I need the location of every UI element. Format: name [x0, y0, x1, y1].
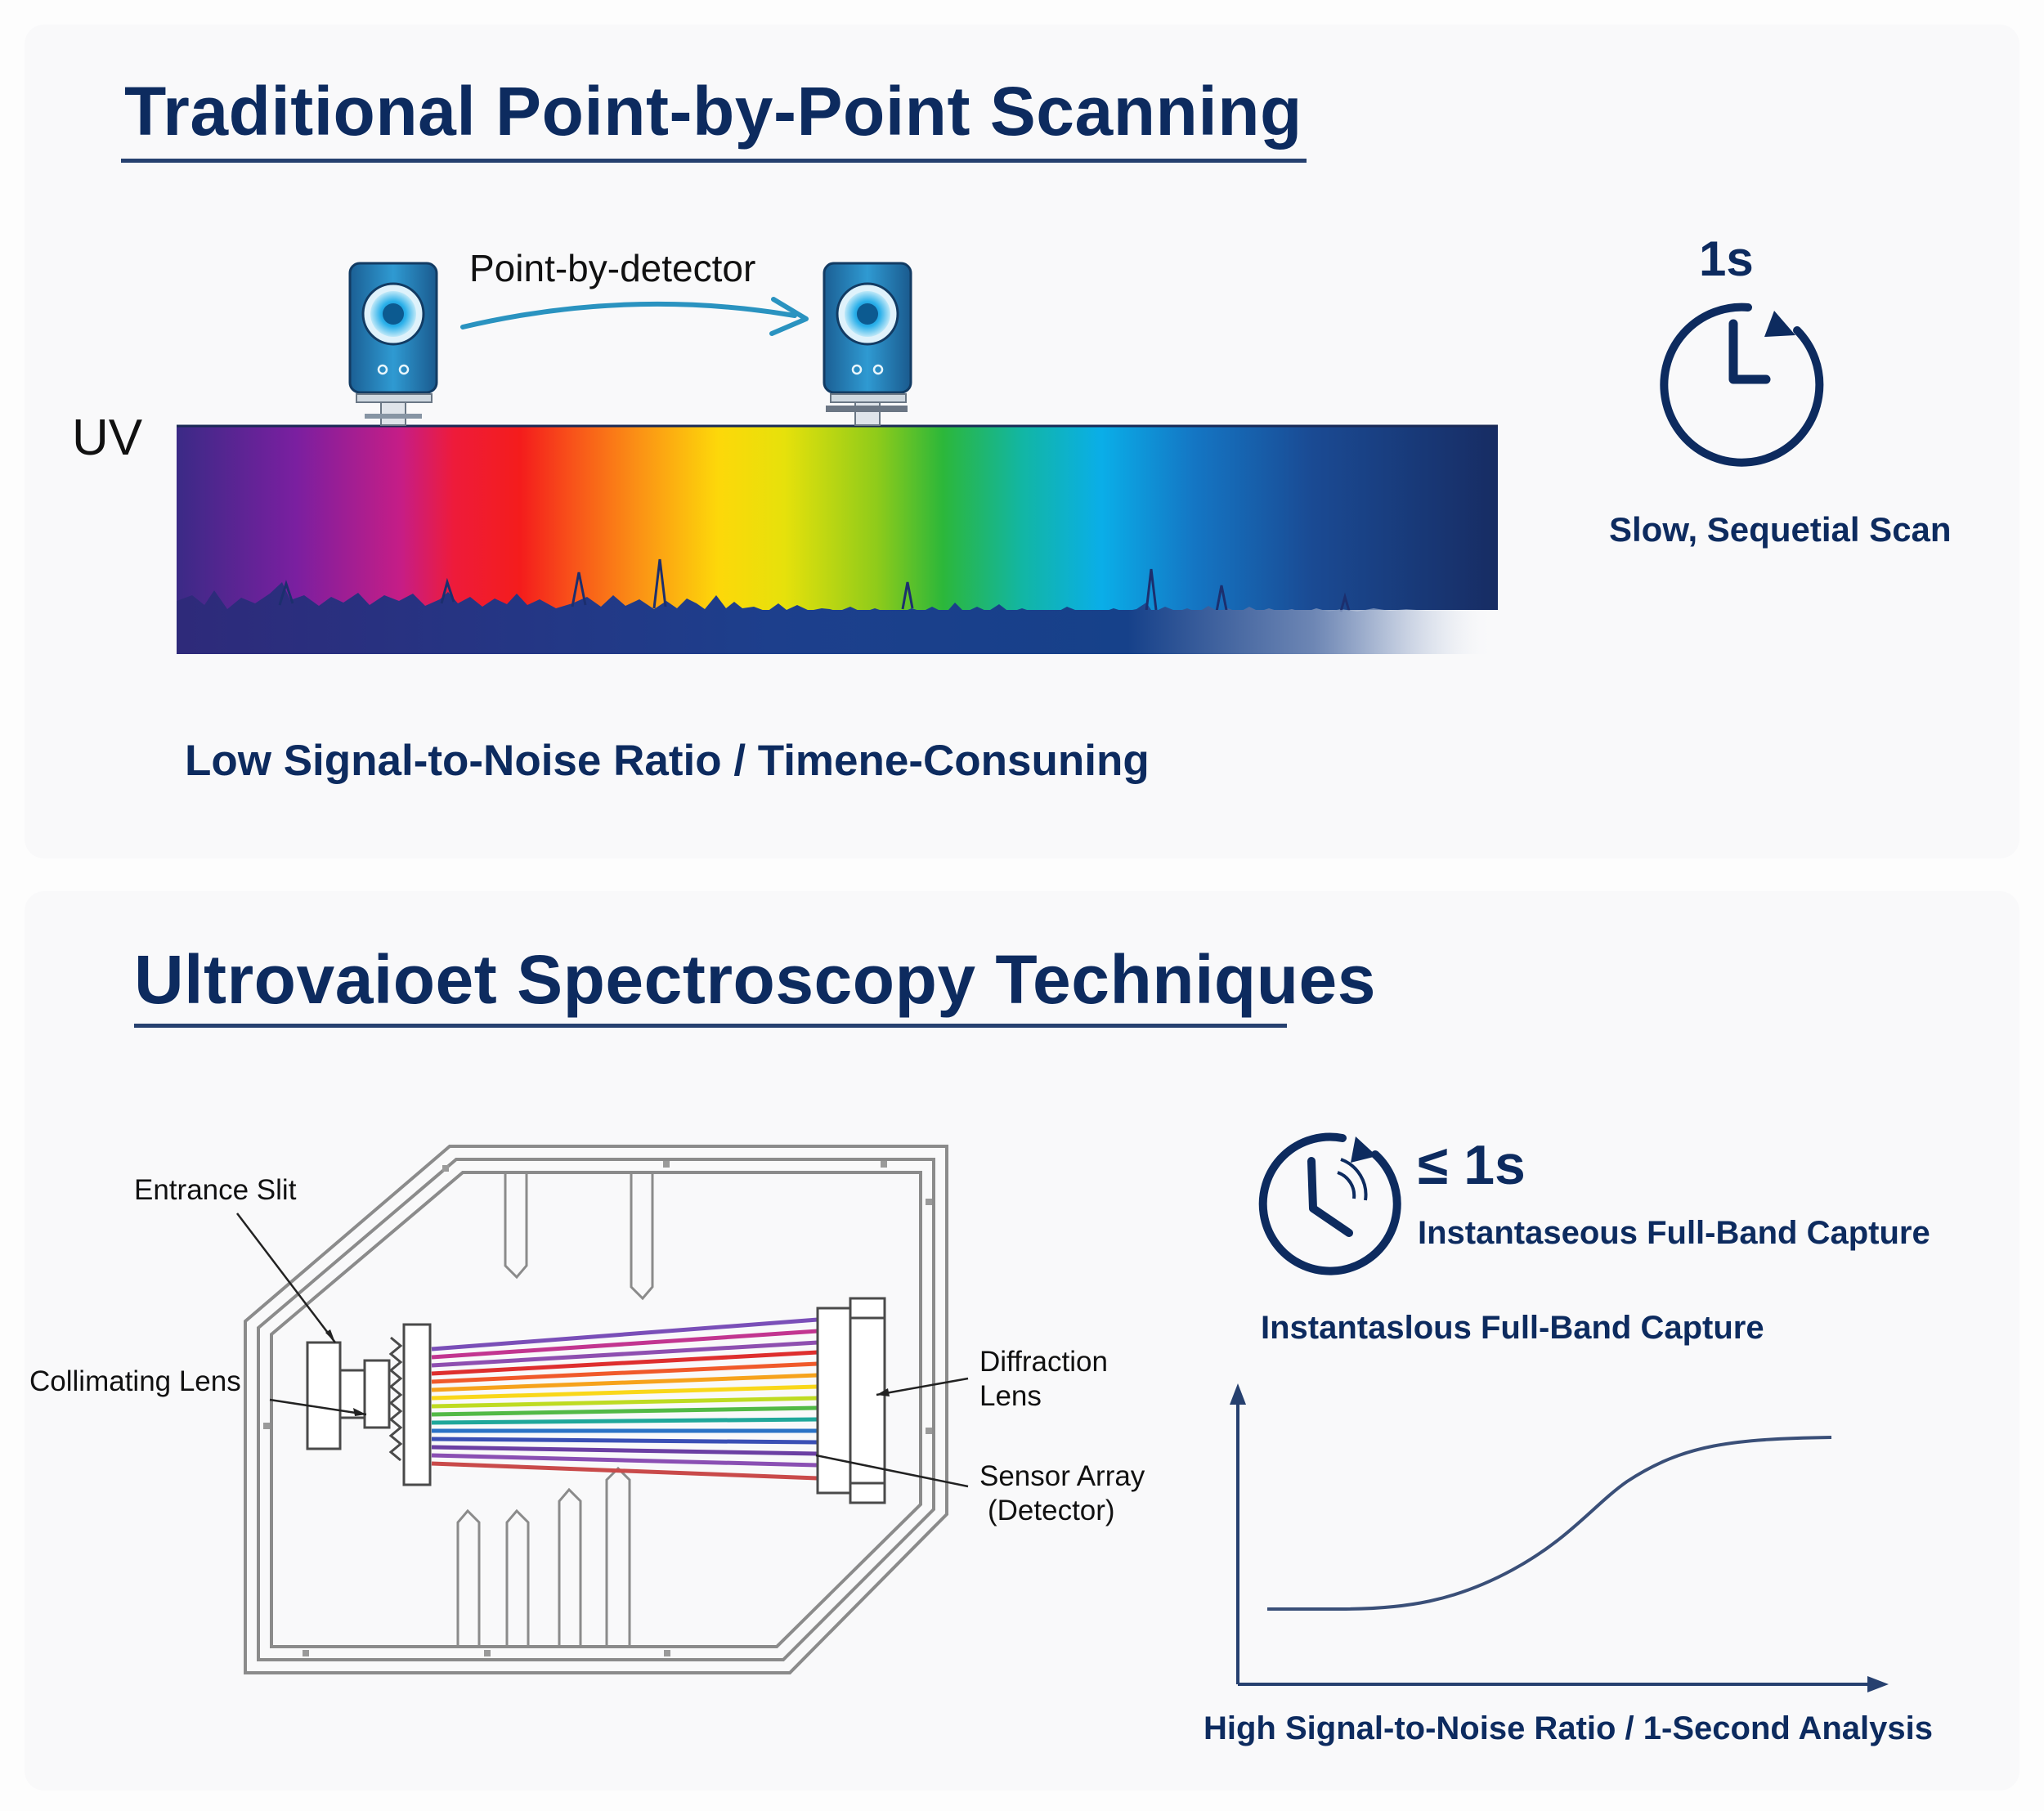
capture-response-curve	[1267, 1436, 1832, 1611]
leader-lines	[236, 1213, 969, 1488]
capture-chart-title: Instantaslous Full-Band Capture	[1261, 1310, 1764, 1346]
bottom-title-underline	[134, 1024, 1287, 1028]
fast-capture-panel	[1230, 1132, 1889, 1692]
top-timer-value: 1s	[1699, 231, 1754, 286]
top-section-caption: Low Signal-to-Noise Ratio / Timene-Consu…	[185, 737, 1150, 785]
noise-spikes	[278, 558, 1351, 612]
scan-arrow-label: Point-by-detector	[469, 247, 755, 289]
uv-spectrum-band	[177, 425, 1498, 610]
bottom-section-panel	[25, 891, 2019, 1791]
bottom-timer-value: ≤ 1s	[1418, 1134, 1526, 1196]
sensor-array-label-line1: Sensor Array	[979, 1460, 1145, 1492]
entrance-slit	[306, 1341, 391, 1450]
bottom-section-title: Ultrovaioet Spectroscopy Techniques	[134, 941, 1376, 1018]
detector-icon	[348, 262, 438, 426]
collimating-lens-label: Collimating Lens	[29, 1365, 241, 1397]
capture-chart-axes	[1236, 1392, 1880, 1686]
entrance-slit-label: Entrance Slit	[134, 1174, 297, 1206]
spectrometer-housing	[244, 1145, 948, 1674]
uv-label: UV	[72, 410, 143, 466]
collimating-lens	[388, 1323, 432, 1486]
bottom-timer-caption: Instantaseous Full-Band Capture	[1418, 1215, 1930, 1251]
sensor-array	[816, 1297, 886, 1504]
clock-icon	[1660, 303, 1824, 467]
scan-arrow	[460, 301, 797, 329]
dispersed-light-beams	[431, 1317, 818, 1481]
detector-icon	[823, 262, 912, 426]
bottom-section-caption: High Signal-to-Noise Ratio / 1-Second An…	[1204, 1710, 1933, 1746]
x-axis-arrowhead	[1867, 1676, 1889, 1692]
top-title-underline	[121, 159, 1307, 163]
baffles	[456, 1172, 654, 1647]
sensor-array-label-line2: (Detector)	[988, 1495, 1115, 1526]
top-section-title: Traditional Point-by-Point Scanning	[124, 73, 1302, 150]
y-axis-arrowhead	[1230, 1383, 1246, 1405]
scanning-diagram: UV Point-by-detector	[72, 247, 1824, 654]
diffraction-label-line2: Lens	[979, 1380, 1042, 1412]
spectrometer-schematic	[236, 1145, 969, 1674]
top-timer-caption: Slow, Sequetial Scan	[1609, 510, 1952, 549]
diffraction-label-line1: Diffraction	[979, 1346, 1108, 1378]
fast-clock-icon	[1258, 1132, 1401, 1275]
